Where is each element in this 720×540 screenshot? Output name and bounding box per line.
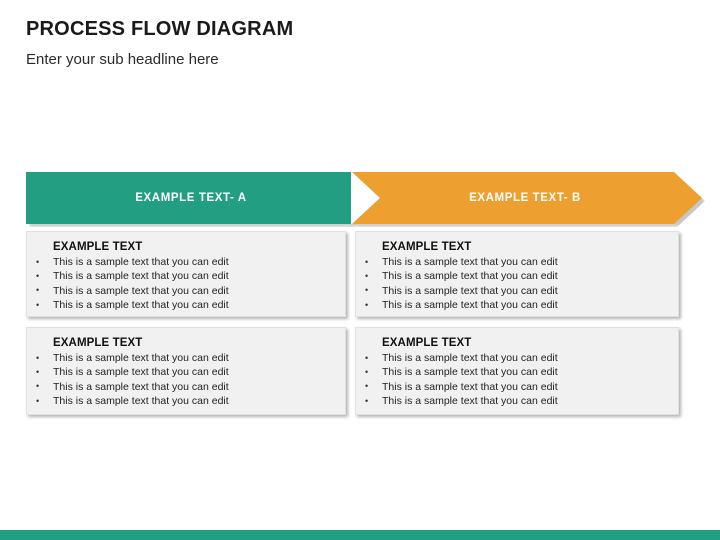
list-item: This is a sample text that you can edit (356, 350, 678, 365)
page-subtitle: Enter your sub headline here (26, 51, 219, 68)
list-item: This is a sample text that you can edit (356, 365, 678, 380)
content-box-title: EXAMPLE TEXT (53, 241, 143, 253)
list-item: This is a sample text that you can edit (27, 379, 345, 394)
content-box-title: EXAMPLE TEXT (382, 337, 472, 349)
list-item: This is a sample text that you can edit (356, 254, 678, 269)
page-title: PROCESS FLOW DIAGRAM (26, 18, 294, 40)
process-arrow-b-label: EXAMPLE TEXT- B (469, 192, 581, 204)
list-item: This is a sample text that you can edit (356, 298, 678, 313)
bottom-accent-bar (0, 530, 720, 540)
list-item: This is a sample text that you can edit (356, 394, 678, 409)
process-arrow-row: EXAMPLE TEXT- B EXAMPLE TEXT- A (0, 168, 720, 230)
content-box[interactable]: EXAMPLE TEXT This is a sample text that … (26, 327, 346, 415)
content-box-title: EXAMPLE TEXT (382, 241, 472, 253)
process-arrow-a[interactable]: EXAMPLE TEXT- A (26, 172, 380, 224)
list-item: This is a sample text that you can edit (356, 379, 678, 394)
list-item: This is a sample text that you can edit (27, 254, 345, 269)
list-item: This is a sample text that you can edit (27, 298, 345, 313)
list-item: This is a sample text that you can edit (356, 283, 678, 298)
list-item: This is a sample text that you can edit (27, 283, 345, 298)
content-box-bullet-list: This is a sample text that you can edit … (356, 254, 678, 313)
list-item: This is a sample text that you can edit (27, 269, 345, 284)
content-box[interactable]: EXAMPLE TEXT This is a sample text that … (355, 327, 679, 415)
process-arrow-a-label: EXAMPLE TEXT- A (135, 192, 247, 204)
content-box-bullet-list: This is a sample text that you can edit … (27, 350, 345, 409)
content-box-title: EXAMPLE TEXT (53, 337, 143, 349)
content-box[interactable]: EXAMPLE TEXT This is a sample text that … (26, 231, 346, 317)
list-item: This is a sample text that you can edit (27, 350, 345, 365)
list-item: This is a sample text that you can edit (27, 365, 345, 380)
content-box[interactable]: EXAMPLE TEXT This is a sample text that … (355, 231, 679, 317)
process-arrow-b[interactable]: EXAMPLE TEXT- B (352, 172, 702, 224)
content-box-bullet-list: This is a sample text that you can edit … (27, 254, 345, 313)
content-box-bullet-list: This is a sample text that you can edit … (356, 350, 678, 409)
list-item: This is a sample text that you can edit (356, 269, 678, 284)
list-item: This is a sample text that you can edit (27, 394, 345, 409)
